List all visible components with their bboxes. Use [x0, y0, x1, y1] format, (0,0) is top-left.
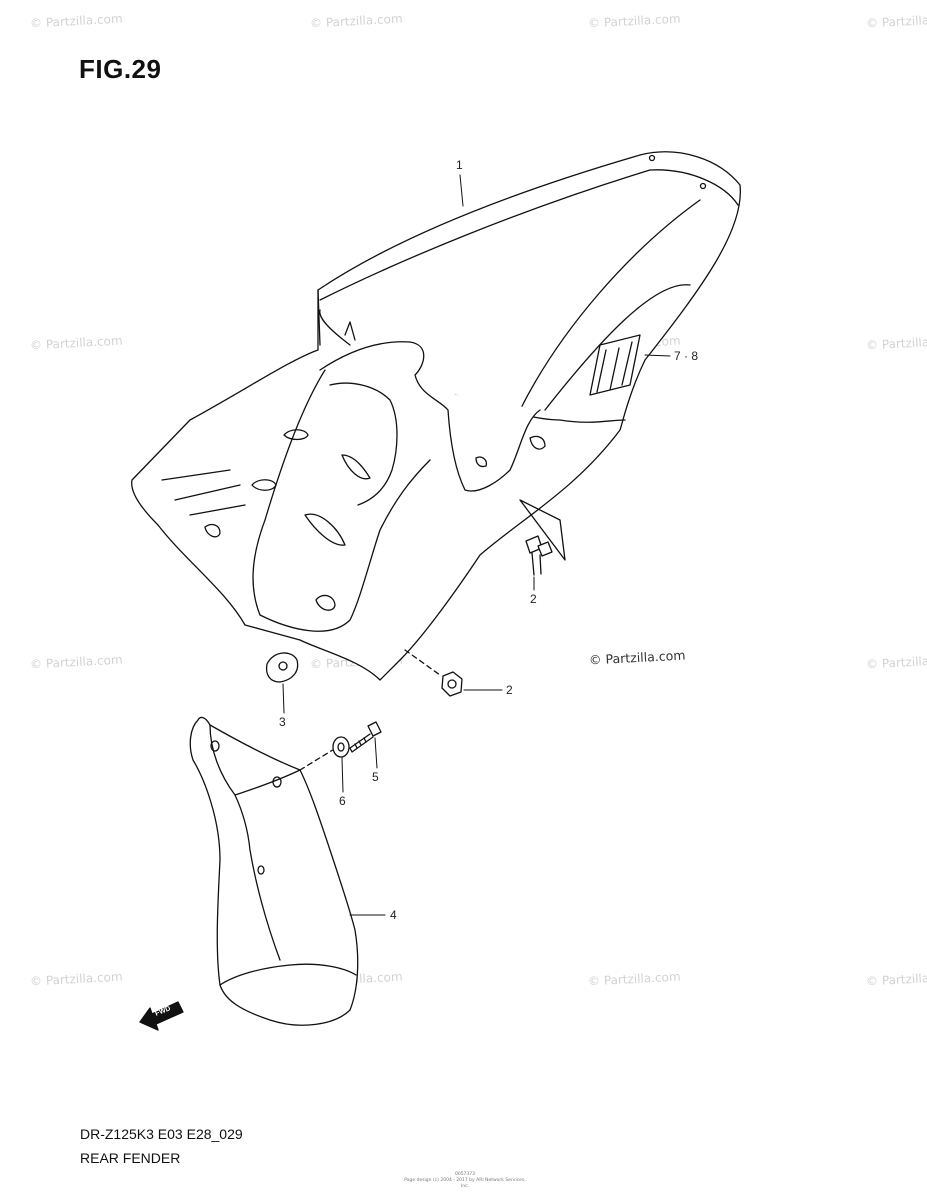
fine-print-credit: Page design (c) 2004 - 2017 by ARI Netwo… [404, 1178, 526, 1189]
callout-washer: 6 [339, 794, 346, 808]
mud-flap [189, 716, 359, 1026]
washer [332, 736, 350, 758]
callout-screw: 5 [372, 770, 379, 784]
leader-lines [282, 174, 671, 916]
fine-print: 0057373 Page design (c) 2004 - 2017 by A… [400, 1172, 530, 1190]
figure-title: FIG.29 [79, 54, 162, 84]
screw [349, 721, 382, 753]
bolt [525, 535, 553, 576]
callout-bolt-upper: 2 [530, 592, 537, 606]
rear-fender [131, 151, 741, 681]
callout-cushion: 3 [279, 715, 286, 729]
fwd-arrow-icon [139, 1001, 184, 1031]
callout-emblem: 7 · 8 [674, 349, 699, 363]
cushion-washer [265, 652, 299, 683]
callout-rear-fender: 1 [456, 158, 463, 172]
fine-print-id: 0057373 [454, 1172, 476, 1177]
callout-mud-flap: 4 [390, 908, 397, 922]
figure-name: REAR FENDER [80, 1150, 181, 1166]
figure-code: DR-Z125K3 E03 E28_029 [80, 1126, 243, 1142]
emblem-decal [589, 334, 641, 396]
callout-bolt-lower: 2 [506, 683, 513, 697]
nut [404, 649, 463, 697]
